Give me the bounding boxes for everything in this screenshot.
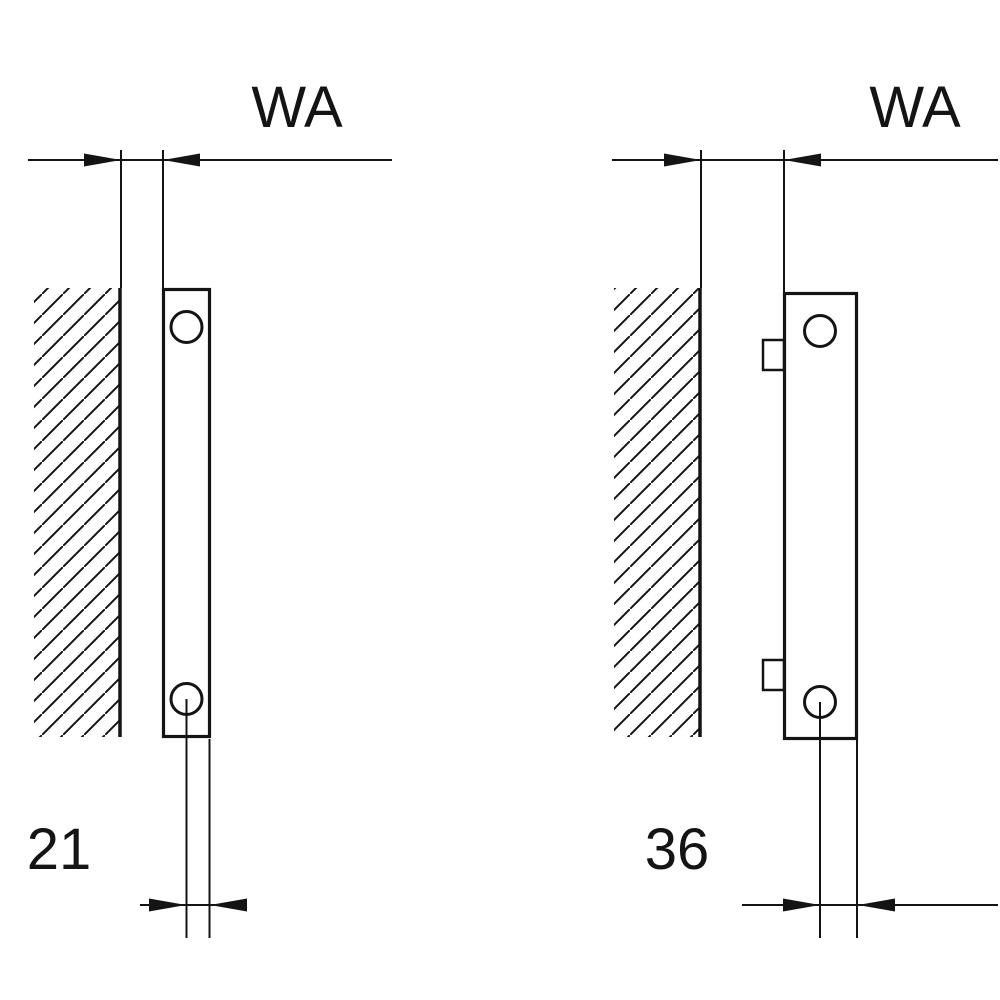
- radiator-body-left: [161, 287, 212, 739]
- radiator-body-right: [782, 291, 859, 741]
- mounting-bracket-bottom: [761, 658, 786, 692]
- wall-hatch-right: [614, 288, 700, 737]
- dimension-arrow-right-icon: [149, 898, 186, 912]
- figure-left-radiator: WA 21: [27, 75, 392, 938]
- dimension-arrow-left-icon: [784, 153, 821, 167]
- dimension-arrow-right-icon: [84, 153, 121, 167]
- pipe-offset-label-right: 36: [645, 817, 710, 882]
- dimension-arrow-left-icon: [858, 898, 895, 912]
- mounting-bracket-top: [761, 338, 786, 372]
- wall-distance-label-right: WA: [869, 75, 961, 140]
- dimension-arrow-right-icon: [783, 898, 820, 912]
- pipe-connection-top-left: [169, 310, 204, 344]
- dimension-arrow-right-icon: [664, 153, 701, 167]
- dimension-arrow-left-icon: [163, 153, 200, 167]
- figure-right-radiator: WA 36: [612, 75, 998, 938]
- wall-hatch-left: [34, 288, 120, 737]
- pipe-offset-label-left: 21: [27, 817, 92, 882]
- pipe-connection-top-right: [803, 314, 837, 348]
- wall-distance-label-left: WA: [251, 75, 343, 140]
- dimension-arrow-left-icon: [210, 898, 247, 912]
